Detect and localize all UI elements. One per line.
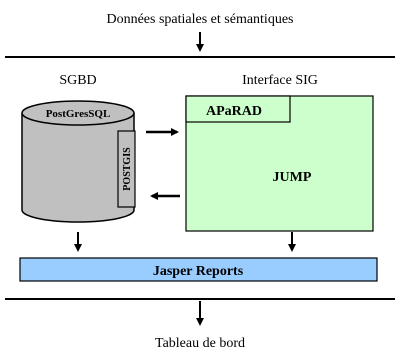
- jasper-reports-label: Jasper Reports: [153, 264, 244, 279]
- postgis-box: [117, 130, 136, 208]
- aparad-box: [185, 95, 291, 123]
- jump-label: JUMP: [273, 170, 312, 185]
- input-label: Données spatiales et sémantiques: [106, 12, 293, 27]
- gis-title: Interface SIG: [242, 73, 318, 88]
- jasper-reports-bar: [19, 257, 378, 282]
- database-cylinder: [21, 100, 135, 223]
- output-label: Tableau de bord: [155, 336, 245, 351]
- aparad-label: APaRAD: [206, 104, 262, 119]
- sgbd-title: SGBD: [59, 73, 96, 88]
- database-label: PostGresSQL: [46, 108, 111, 120]
- postgis-label: POSTGIS: [122, 147, 133, 191]
